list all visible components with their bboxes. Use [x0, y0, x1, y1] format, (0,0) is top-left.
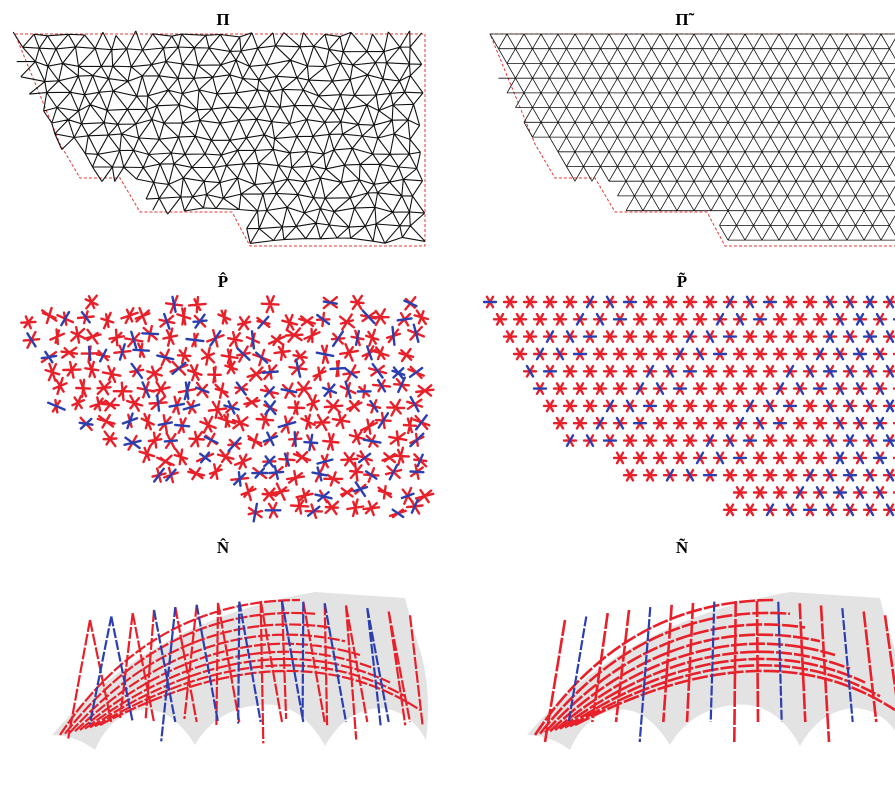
regular-mesh-panel: [489, 33, 895, 247]
panel-title-regular-vectors: P̃: [676, 272, 688, 291]
irregular-mesh-panel: [12, 30, 426, 247]
regular-shell-red-ribs: [533, 598, 895, 743]
panel-title-irregular-shell: N̂: [216, 538, 230, 557]
panel-title-regular-mesh: Π̃: [675, 10, 689, 29]
panel-title-irregular-vectors: P̂: [217, 272, 229, 291]
regular-shell-blue-ribs: [567, 601, 854, 743]
regular-vectors-blue-vectors: [482, 295, 895, 517]
regular-vectors-red-vectors: [485, 295, 895, 517]
irregular-vectors-blue-vectors: [26, 295, 428, 523]
regular-shell-panel: [527, 592, 895, 750]
irregular-shell-panel: [52, 592, 428, 750]
irregular-shell-blue-ribs: [88, 600, 390, 742]
irregular-shell-surface: [52, 592, 428, 750]
regular-mesh-boundary: [489, 33, 895, 247]
panel-title-irregular-mesh: Π: [216, 10, 230, 29]
irregular-mesh-edges: [12, 30, 426, 244]
panel-title-regular-shell: Ñ: [675, 538, 689, 557]
irregular-mesh-boundary: [14, 33, 426, 247]
regular-vectors-panel: [482, 295, 895, 517]
irregular-vectors-panel: [20, 294, 435, 523]
irregular-shell-red-ribs: [59, 598, 424, 744]
regular-mesh-edges: [489, 33, 895, 241]
